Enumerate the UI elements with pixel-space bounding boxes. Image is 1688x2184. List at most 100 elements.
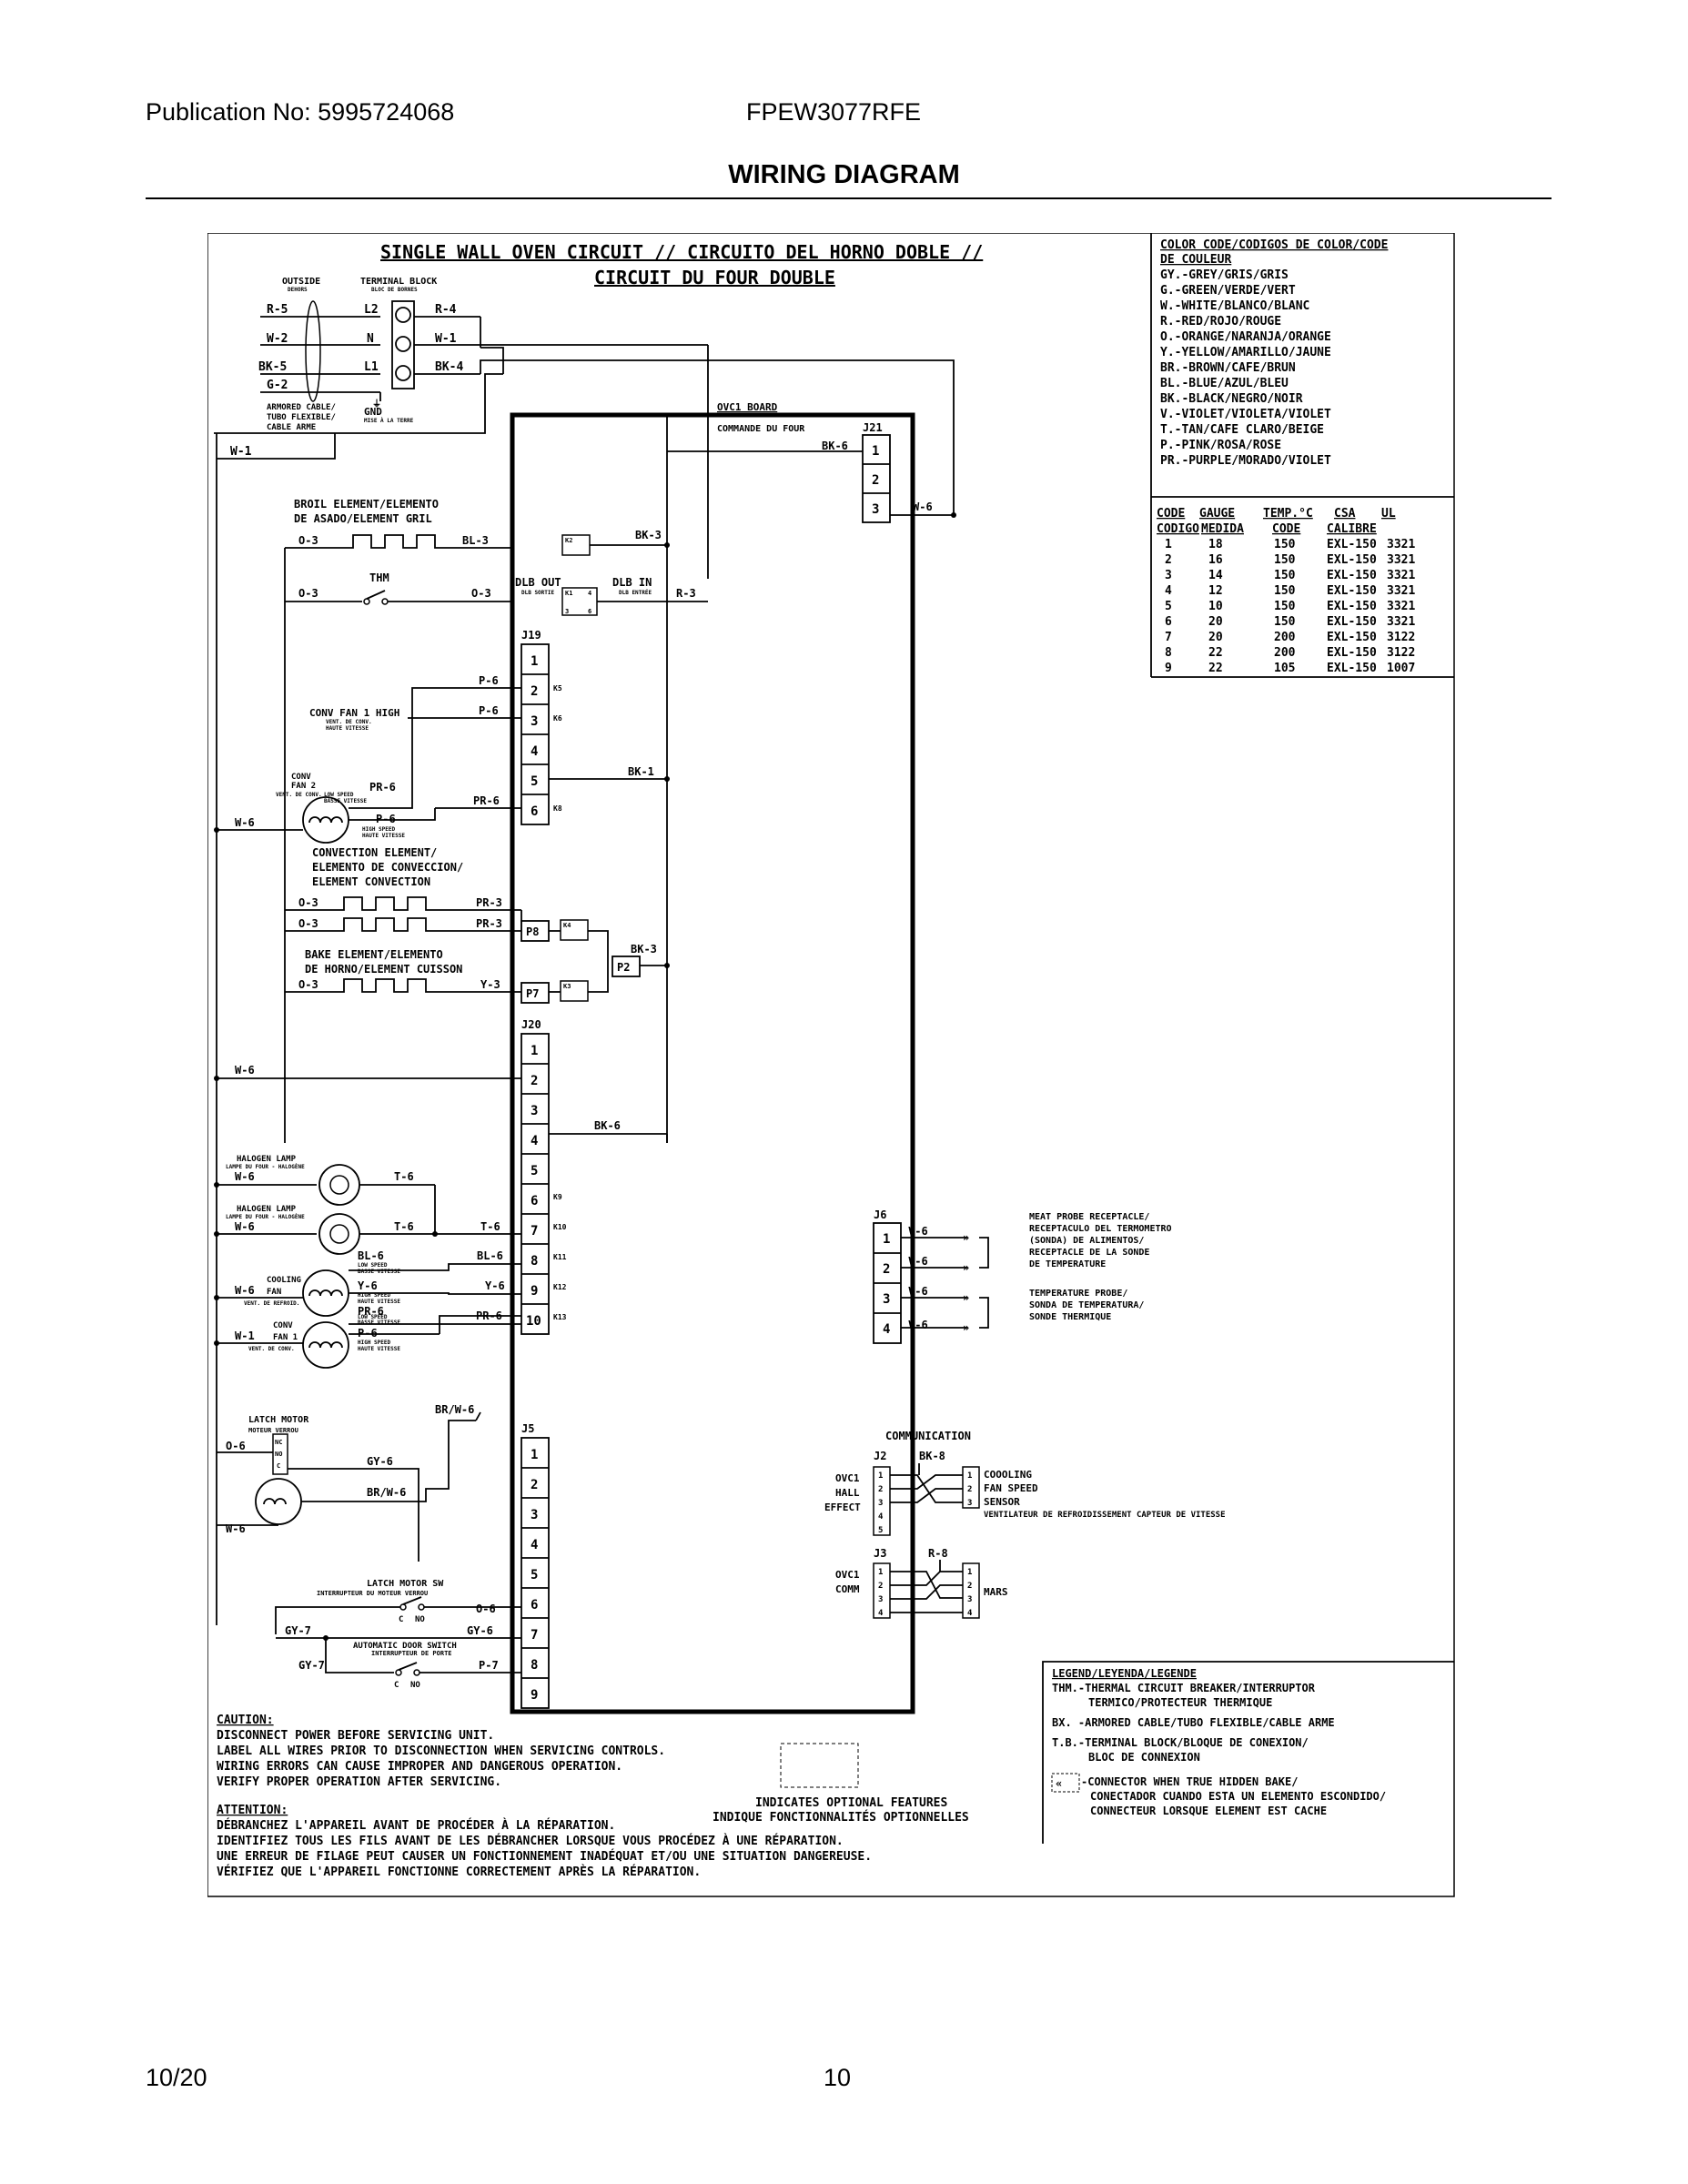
switch-pin: C — [399, 1615, 403, 1624]
wire-label: W-6 — [235, 816, 255, 829]
connector-label: J3 — [874, 1547, 886, 1560]
supply-section: OUTSIDE DEHORS TERMINAL BLOCK BLOC DE BO… — [214, 277, 955, 1625]
outside-label: OUTSIDE — [282, 277, 320, 287]
header-rule — [146, 197, 1552, 199]
wire-label: BK-1 — [628, 765, 654, 778]
gauge-head: CODIGO — [1157, 522, 1199, 536]
heating-element-symbol — [285, 978, 521, 993]
gauge-cell: 10 — [1208, 600, 1223, 613]
gauge-cell: 2 — [1165, 553, 1172, 567]
gauge-cell: 8 — [1165, 646, 1172, 660]
lamp-filament — [329, 1175, 349, 1195]
wire — [475, 1411, 481, 1421]
fan-sub: VENT. DE REFROID. — [244, 1300, 299, 1307]
gauge-cell: 22 — [1208, 662, 1223, 675]
legend-line: TERMICO/PROTECTEUR THERMIQUE — [1088, 1696, 1272, 1709]
caution-notes: CAUTION: DISCONNECT POWER BEFORE SERVICI… — [217, 1714, 872, 1879]
gauge-cell: 200 — [1274, 631, 1296, 644]
fan-label: FAN — [267, 1288, 281, 1297]
pin-number: 2 — [872, 473, 879, 488]
wire — [890, 1571, 963, 1586]
lamp-symbol — [318, 1213, 360, 1255]
speed-label: HIGH SPEED — [358, 1340, 391, 1346]
dlb-in-label: DLB IN — [612, 576, 652, 589]
color-code-entry: BK.-BLACK/NEGRO/NOIR — [1160, 392, 1303, 406]
connector-housing — [521, 1437, 550, 1709]
pin-number: 5 — [878, 1526, 883, 1535]
armored-label: CABLE ARME — [267, 423, 316, 432]
board-subtitle: COMMANDE DU FOUR — [717, 424, 805, 434]
color-code-entry: O.-ORANGE/NARANJA/ORANGE — [1160, 330, 1331, 344]
wire — [411, 687, 521, 779]
motor-label: LATCH MOTOR — [248, 1415, 309, 1425]
armored-label: TUBO FLEXIBLE/ — [267, 413, 336, 422]
pin-number: 1 — [531, 1044, 538, 1058]
pin-number: 8 — [531, 1254, 538, 1269]
wire-label: W-6 — [235, 1284, 255, 1297]
wire-label: BK-3 — [635, 529, 662, 541]
probe-label: RECEPTACLE DE LA SONDE — [1029, 1248, 1149, 1258]
connector-j5: J5 1 2 3 4 5 6 7 8 9 — [521, 1422, 550, 1709]
mars-label: MARS — [984, 1586, 1008, 1598]
wire-label: BL-3 — [462, 534, 489, 547]
pin-number: 9 — [531, 1284, 538, 1299]
wire-label: V-6 — [908, 1319, 928, 1331]
bake-element: BAKE ELEMENT/ELEMENTO DE HORNO/ELEMENT C… — [285, 948, 609, 1004]
thermal-breaker: THM O-3 O-3 — [284, 548, 512, 1143]
caution-line: WIRING ERRORS CAN CAUSE IMPROPER AND DAN… — [217, 1760, 622, 1774]
color-code-entry: V.-VIOLET/VIOLETA/VIOLET — [1160, 408, 1331, 421]
element-label: DE HORNO/ELEMENT CUISSON — [305, 963, 462, 976]
caution-line: VERIFY PROPER OPERATION AFTER SERVICING. — [217, 1775, 501, 1789]
element-label: ELEMENT CONVECTION — [312, 875, 430, 888]
relay-tag: K5 — [553, 684, 562, 693]
comm-title: COMMUNICATION — [885, 1430, 971, 1442]
gauge-cell: 12 — [1208, 584, 1223, 598]
gauge-head: CODE — [1157, 507, 1185, 521]
junction — [664, 542, 670, 548]
pin-number: 3 — [883, 1292, 890, 1307]
wire — [890, 1571, 963, 1599]
gauge-cell: EXL-150 — [1327, 600, 1377, 613]
fan-sub: HAUTE VITESSE — [326, 725, 369, 732]
pin-number: 2 — [878, 1485, 883, 1494]
terminal-label: N — [367, 332, 374, 346]
gauge-cell: 150 — [1274, 538, 1296, 551]
relay-pin: 4 — [588, 590, 591, 597]
pin-number: 5 — [531, 1164, 538, 1178]
pin-dividers — [521, 1063, 549, 1305]
switch-pin: C — [394, 1681, 399, 1690]
connector-j20: J20 1 2 3 4 5 6 7 8 9 10 K9 K10 K11 K12 … — [214, 1018, 668, 1335]
speed-label: LOW SPEED — [358, 1262, 388, 1269]
connector-j21: J21 1 2 3 BK-6 W-6 — [667, 421, 956, 523]
wire-label: O-3 — [298, 587, 318, 600]
wire-label: W-6 — [235, 1170, 255, 1183]
wire-label: BK-5 — [258, 360, 287, 374]
terminal-label: L1 — [364, 360, 379, 374]
wire — [301, 1420, 476, 1502]
fan-label: CONV FAN 1 HIGH — [309, 707, 399, 719]
legend-line: -CONNECTOR WHEN TRUE HIDDEN BAKE/ — [1081, 1775, 1298, 1788]
junction — [214, 1076, 219, 1081]
relay-k3 — [560, 980, 589, 1002]
legend-line: BLOC DE CONNEXION — [1088, 1751, 1200, 1764]
sensor-label: SENSOR — [984, 1496, 1020, 1508]
gauge-cell: 150 — [1274, 569, 1296, 582]
wire-bk4 — [480, 359, 955, 515]
wire-label: Y-6 — [485, 1279, 505, 1292]
motor-coil — [308, 1341, 343, 1349]
switch-pin: NO — [415, 1615, 425, 1624]
gauge-cell: 1007 — [1387, 662, 1415, 675]
wire — [217, 433, 336, 460]
connector-housing — [862, 434, 891, 523]
terminal-p2 — [612, 956, 641, 977]
pin-number: 4 — [531, 1538, 538, 1552]
legend-line: BX. -ARMORED CABLE/TUBO FLEXIBLE/CABLE A… — [1052, 1716, 1335, 1729]
speed-label: LOW SPEED — [358, 1314, 388, 1320]
wire-label: O-6 — [226, 1440, 246, 1452]
wire-label: O-3 — [298, 917, 318, 930]
wire-label: R-8 — [928, 1547, 948, 1560]
relay-label: K2 — [565, 537, 572, 544]
gauge-cell: 18 — [1208, 538, 1223, 551]
pin-number: 3 — [878, 1595, 883, 1604]
gauge-cell: 1 — [1165, 538, 1172, 551]
